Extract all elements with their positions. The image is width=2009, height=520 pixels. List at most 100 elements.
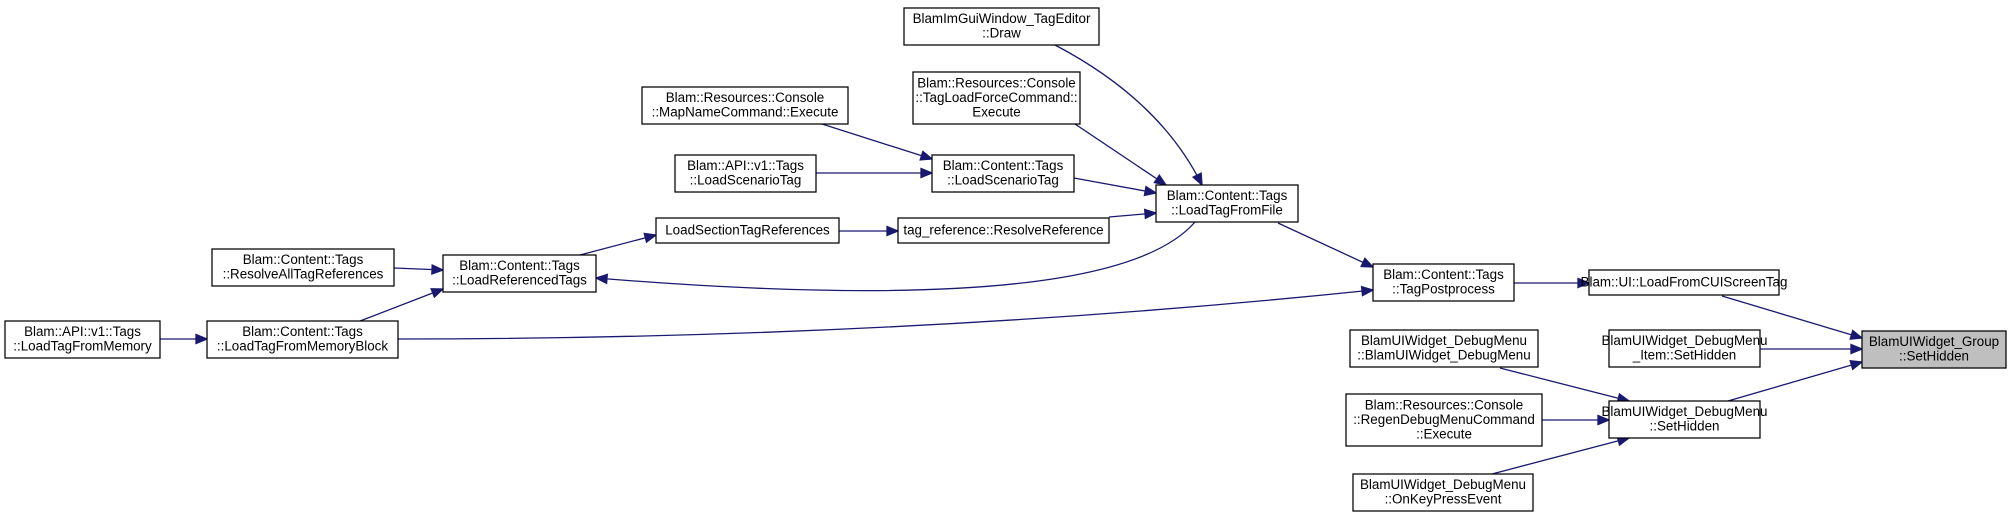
node-box: [206, 320, 399, 359]
node-label: ::BlamUIWidget_DebugMenu: [1357, 348, 1530, 363]
node-label: Blam::API::v1::Tags: [24, 324, 141, 339]
node-label: LoadSectionTagReferences: [665, 222, 830, 237]
node-onkey[interactable]: BlamUIWidget_DebugMenu::OnKeyPressEvent: [1352, 473, 1534, 512]
edge-memblock-to-tagpost: [397, 285, 1375, 340]
edge-memblock-to-loadrefd: [359, 288, 445, 322]
node-label: Blam::Content::Tags: [242, 324, 363, 339]
arrowhead: [1360, 257, 1375, 268]
node-apimem[interactable]: Blam::API::v1::Tags::LoadTagFromMemory: [4, 320, 161, 359]
edge-loadrefd-to-loadsection: [579, 232, 658, 256]
node-debugset[interactable]: BlamUIWidget_DebugMenu::SetHidden: [1602, 400, 1768, 439]
node-label: ::MapNameCommand::Execute: [652, 105, 839, 120]
node-label: ::LoadScenarioTag: [690, 173, 802, 188]
edge-resolveall-to-loadrefd: [393, 264, 445, 275]
node-debugitem[interactable]: BlamUIWidget_DebugMenu_Item::SetHidden: [1602, 329, 1768, 368]
arrowhead: [1153, 173, 1168, 186]
edge-loadsection-to-resolveref: [839, 225, 900, 237]
node-label: BlamUIWidget_DebugMenu: [1602, 404, 1768, 419]
node-loadtagfromfile[interactable]: Blam::Content::Tags::LoadTagFromFile: [1155, 184, 1299, 223]
edge-line: [1491, 437, 1630, 475]
node-box: [903, 7, 1100, 46]
node-box: [211, 248, 395, 287]
node-label: ::SetHidden: [1650, 419, 1720, 434]
node-mapname[interactable]: Blam::Resources::Console::MapNameCommand…: [641, 86, 849, 125]
node-box: [897, 217, 1110, 244]
node-label: ::LoadTagFromFile: [1171, 203, 1283, 218]
node-label: Blam::UI::LoadFromCUIScreenTag: [1581, 274, 1788, 289]
arrowhead: [1850, 343, 1864, 355]
node-label: ::TagPostprocess: [1392, 282, 1495, 297]
arrowhead: [919, 150, 934, 161]
node-regen[interactable]: Blam::Resources::Console::RegenDebugMenu…: [1345, 393, 1543, 447]
arrowhead: [1143, 185, 1158, 197]
arrowhead: [920, 167, 934, 179]
edge-resolveref-to-loadtagfromfile: [1108, 208, 1158, 220]
call-graph-edges: [160, 44, 1864, 475]
arrowhead: [1597, 414, 1611, 426]
node-label: ::LoadTagFromMemory: [13, 339, 152, 354]
arrowhead: [1577, 277, 1591, 289]
edge-line: [821, 123, 933, 160]
node-label: Blam::Resources::Console: [666, 90, 825, 105]
arrowhead: [594, 273, 609, 285]
edge-line: [1074, 123, 1167, 186]
edge-line: [1054, 44, 1203, 186]
edge-debugset-to-focus: [1727, 360, 1864, 402]
arrowhead: [195, 333, 209, 345]
node-label: ::Execute: [1416, 426, 1472, 441]
node-label: ::Draw: [982, 26, 1021, 41]
node-label: ::OnKeyPressEvent: [1385, 492, 1502, 507]
edge-debugitem-to-focus: [1760, 343, 1864, 355]
node-resolveall[interactable]: Blam::Content::Tags::ResolveAllTagRefere…: [211, 248, 395, 287]
edge-loadtagfromfile-to-loadrefd: [594, 221, 1196, 292]
node-box: [1352, 473, 1534, 512]
node-label: ::ResolveAllTagReferences: [223, 267, 384, 282]
node-box: [912, 71, 1081, 125]
node-loadfromcui[interactable]: Blam::UI::LoadFromCUIScreenTag: [1581, 269, 1788, 296]
node-box: [655, 217, 840, 244]
node-label: ::LoadTagFromMemoryBlock: [217, 339, 388, 354]
node-apiscen[interactable]: Blam::API::v1::Tags::LoadScenarioTag: [674, 154, 817, 193]
node-debugctor[interactable]: BlamUIWidget_DebugMenu::BlamUIWidget_Deb…: [1349, 329, 1539, 368]
edge-line: [595, 221, 1196, 292]
edge-forceload-to-loadtagfromfile: [1074, 123, 1168, 186]
node-label: Blam::Resources::Console: [917, 75, 1076, 90]
edge-imgui-to-loadtagfromfile: [1054, 44, 1203, 187]
node-box: [1608, 400, 1761, 439]
edge-line: [359, 288, 444, 322]
edge-line: [397, 289, 1374, 340]
edge-apiscen-to-loadscen: [816, 167, 934, 179]
node-forceload[interactable]: Blam::Resources::Console::TagLoadForceCo…: [912, 71, 1081, 125]
arrowhead: [430, 288, 445, 299]
node-label: Blam::Content::Tags: [943, 158, 1064, 173]
node-box: [1349, 329, 1539, 368]
node-box: [4, 320, 161, 359]
node-label: tag_reference::ResolveReference: [903, 222, 1103, 237]
node-focus[interactable]: BlamUIWidget_Group::SetHidden: [1861, 330, 2007, 369]
node-label: BlamImGuiWindow_TagEditor: [913, 11, 1091, 26]
node-memblock[interactable]: Blam::Content::Tags::LoadTagFromMemoryBl…: [206, 320, 399, 359]
node-box: [1345, 393, 1543, 447]
edge-line: [1727, 361, 1863, 402]
edge-line: [1073, 177, 1157, 194]
node-resolveref[interactable]: tag_reference::ResolveReference: [897, 217, 1110, 244]
node-loadsection[interactable]: LoadSectionTagReferences: [655, 217, 840, 244]
node-tagpost[interactable]: Blam::Content::Tags::TagPostprocess: [1372, 263, 1515, 302]
node-box: [442, 254, 597, 293]
node-label: ::TagLoadForceCommand::: [915, 90, 1077, 105]
node-label: Blam::Content::Tags: [1167, 188, 1288, 203]
arrowhead: [1849, 329, 1864, 340]
node-label: Execute: [972, 104, 1020, 119]
edge-loadscen-to-loadtagfromfile: [1073, 177, 1158, 197]
edge-line: [1721, 295, 1863, 339]
arrowhead: [1360, 285, 1375, 297]
node-loadrefd[interactable]: Blam::Content::Tags::LoadReferencedTags: [442, 254, 597, 293]
node-box: [1588, 269, 1780, 296]
node-label: ::LoadReferencedTags: [452, 273, 587, 288]
node-imgui[interactable]: BlamImGuiWindow_TagEditor::Draw: [903, 7, 1100, 46]
node-loadscen[interactable]: Blam::Content::Tags::LoadScenarioTag: [931, 154, 1075, 193]
node-label: BlamUIWidget_DebugMenu: [1602, 333, 1768, 348]
edge-loadfromcui-to-focus: [1721, 295, 1864, 340]
node-label: _Item::SetHidden: [1632, 348, 1736, 363]
